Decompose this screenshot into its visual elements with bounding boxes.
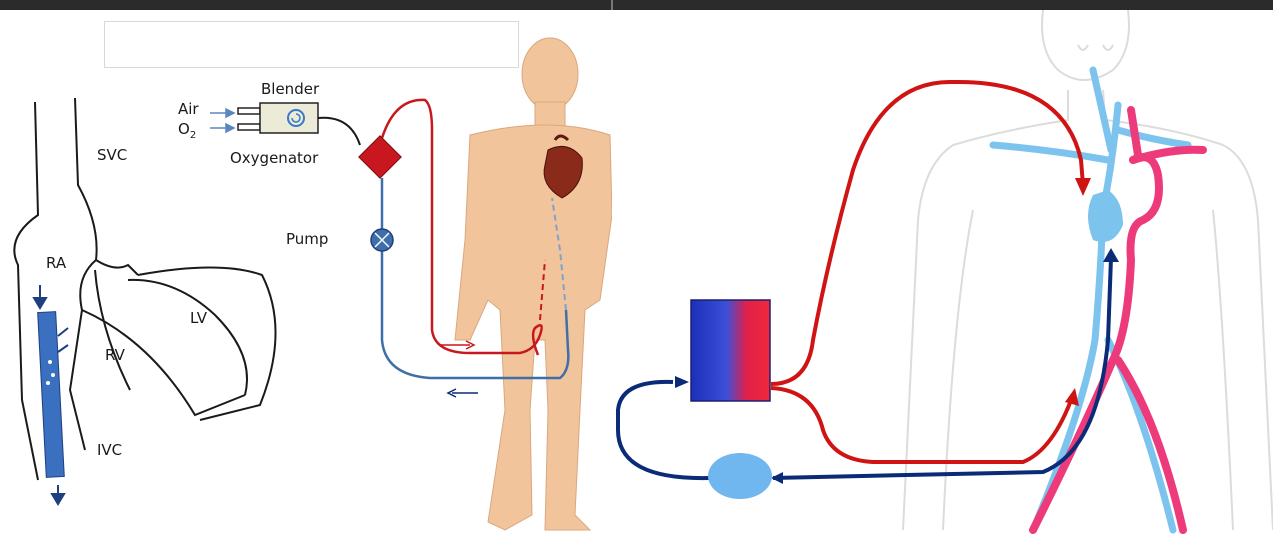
femoral-arterial-line xyxy=(771,388,1073,462)
blender-label: Blender xyxy=(261,80,320,98)
flow-arrow xyxy=(1075,178,1091,196)
svc-label: SVC xyxy=(97,146,127,164)
blender-device xyxy=(238,103,318,133)
rv-label: RV xyxy=(105,346,126,364)
gas-line xyxy=(318,118,360,145)
lv-label: LV xyxy=(190,309,208,327)
oxygenator-device xyxy=(691,300,770,401)
body-outline xyxy=(903,10,1273,530)
venous-cannula xyxy=(38,312,65,478)
air-label: Air xyxy=(178,100,199,118)
gas-inlet-arrow xyxy=(210,109,234,132)
flow-arrow xyxy=(675,376,689,388)
right-diagram-svg xyxy=(613,10,1273,543)
right-ecmo-diagram xyxy=(613,10,1273,543)
o2-label: O2 xyxy=(178,120,196,141)
flow-arrow xyxy=(1103,248,1119,262)
flow-arrow xyxy=(1065,388,1079,406)
top-bar xyxy=(0,0,1273,10)
ivc-label: IVC xyxy=(97,441,122,459)
o2-label-main: O xyxy=(178,120,190,138)
pump-device xyxy=(371,229,393,251)
right-atrium-region xyxy=(1088,190,1123,242)
arterial-return-line xyxy=(771,82,1083,384)
ra-label: RA xyxy=(46,254,67,272)
oxygenator-device xyxy=(359,136,401,178)
oxygenator-label: Oxygenator xyxy=(230,149,319,167)
flow-arrow xyxy=(771,472,783,484)
pump-device xyxy=(708,453,772,499)
top-bar-divider xyxy=(611,0,613,10)
o2-label-sub: 2 xyxy=(190,130,196,141)
human-figure xyxy=(455,38,612,530)
pump-label: Pump xyxy=(286,230,328,248)
left-diagram-svg: Blender Air O2 Oxygenator Pump SVC RA LV… xyxy=(0,10,612,543)
left-ecmo-diagram: Blender Air O2 Oxygenator Pump SVC RA LV… xyxy=(0,10,612,543)
